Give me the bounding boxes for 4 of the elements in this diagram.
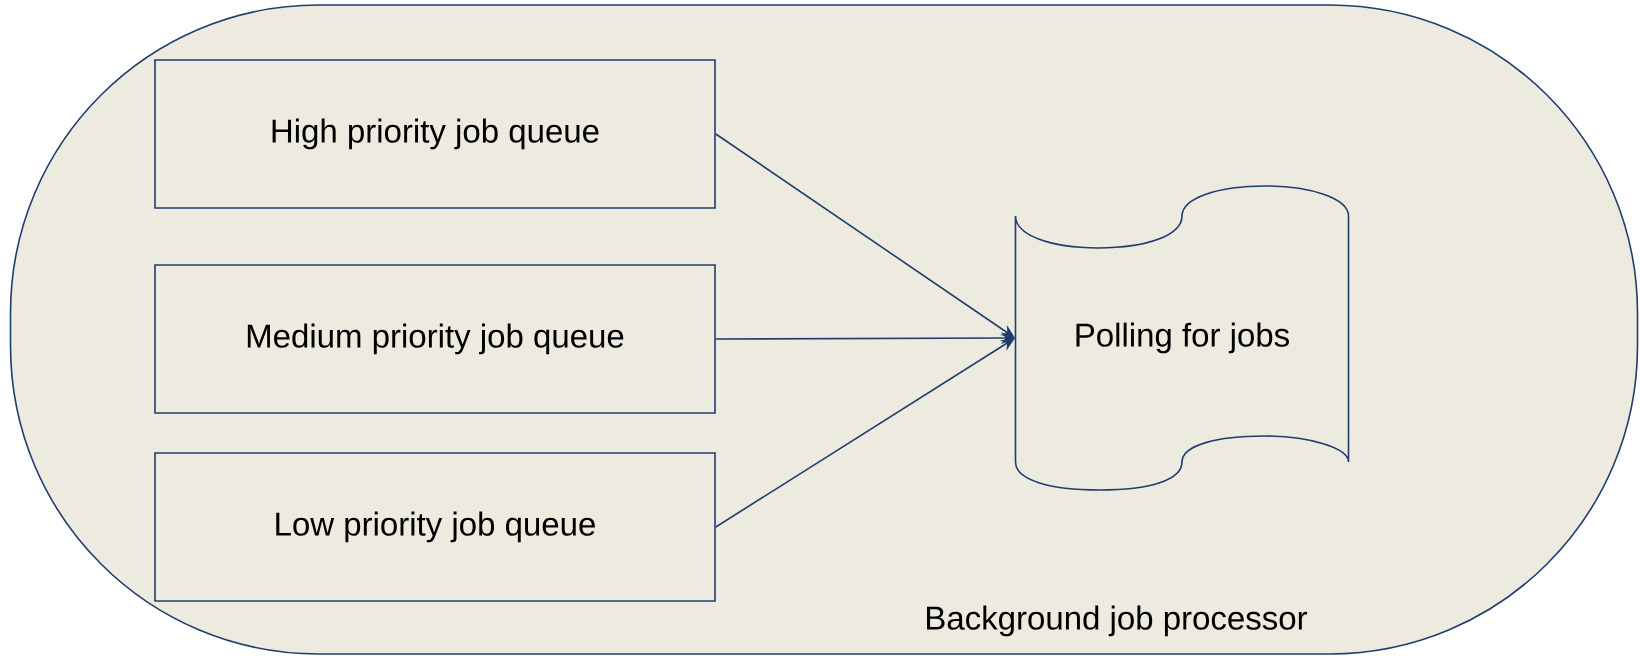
queue-box: Medium priority job queue bbox=[154, 264, 716, 414]
queue-box: Low priority job queue bbox=[154, 452, 716, 602]
container-label: Background job processor bbox=[927, 605, 1308, 637]
queue-box: High priority job queue bbox=[154, 59, 716, 209]
